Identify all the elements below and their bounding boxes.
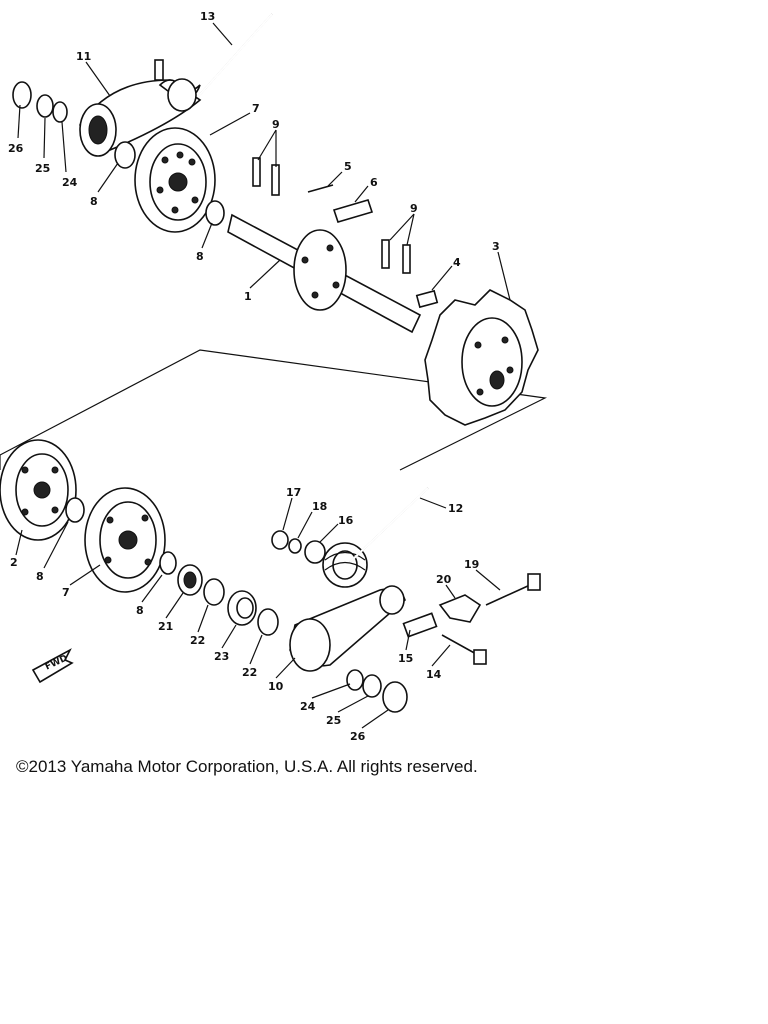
part-20-plate — [438, 594, 482, 623]
callout-24: 24 — [300, 700, 316, 713]
group-outline — [0, 349, 548, 471]
part-8-washer-a — [114, 141, 136, 169]
callout-13: 13 — [200, 10, 215, 23]
callout-22: 22 — [242, 666, 257, 679]
callout-labels: 13 11 26 25 24 8 7 9 8 5 6 9 4 3 1 17 18… — [8, 10, 500, 743]
part-15-collar — [402, 612, 438, 638]
part-13-rod — [194, 13, 273, 101]
part-18-washer-b — [304, 540, 326, 564]
callout-12: 12 — [448, 502, 463, 515]
callout-21: 21 — [158, 620, 173, 633]
part-4-collar — [415, 289, 439, 309]
callout-9: 9 — [410, 202, 418, 215]
part-5-bolt — [307, 184, 334, 193]
part-7-wheel-top — [134, 127, 216, 233]
callout-7: 7 — [62, 586, 70, 599]
callout-23: 23 — [214, 650, 229, 663]
callout-8: 8 — [136, 604, 144, 617]
callout-26: 26 — [8, 142, 24, 155]
forward-arrow-icon: FWD — [31, 648, 74, 684]
parts-diagram: FWD — [0, 10, 548, 743]
callout-18: 18 — [312, 500, 327, 513]
part-11-arm — [78, 59, 202, 157]
part-8-washer-d — [159, 551, 177, 575]
copyright-notice: ©2013 Yamaha Motor Corporation, U.S.A. A… — [16, 757, 478, 776]
callout-20: 20 — [436, 573, 452, 586]
callout-10: 10 — [268, 680, 284, 693]
callout-15: 15 — [398, 652, 413, 665]
part-23-bearing — [227, 590, 257, 626]
part-1-axle — [227, 213, 422, 334]
callout-25: 25 — [326, 714, 341, 727]
part-10-arm — [289, 585, 406, 672]
part-8-washer-b — [205, 200, 225, 226]
callout-3: 3 — [492, 240, 500, 253]
part-9-pins — [252, 157, 411, 274]
part-18-washer-a — [288, 538, 302, 554]
callout-5: 5 — [344, 160, 352, 173]
callout-2: 2 — [10, 556, 18, 569]
callout-26: 26 — [350, 730, 366, 743]
callout-8: 8 — [36, 570, 44, 583]
callout-14: 14 — [426, 668, 442, 681]
callout-24: 24 — [62, 176, 78, 189]
callout-8: 8 — [196, 250, 204, 263]
callout-16: 16 — [338, 514, 354, 527]
part-22-clip-a — [203, 578, 225, 606]
part-6-plate — [332, 199, 374, 223]
part-3-sprocket — [424, 289, 539, 426]
part-12-rod — [349, 487, 429, 563]
callout-25: 25 — [35, 162, 50, 175]
callout-6: 6 — [370, 176, 378, 189]
callout-4: 4 — [453, 256, 461, 269]
callout-22: 22 — [190, 634, 205, 647]
part-26-cap-b — [382, 681, 408, 713]
part-7-wheel-bottom — [84, 487, 166, 593]
leader-lines — [15, 22, 511, 729]
callout-8: 8 — [90, 195, 98, 208]
part-2-wheel — [0, 439, 77, 541]
part-19-bolt — [485, 573, 541, 606]
callout-1: 1 — [244, 290, 252, 303]
callout-17: 17 — [286, 486, 301, 499]
callout-7: 7 — [252, 102, 260, 115]
parts-26-25-24-top — [12, 81, 68, 123]
part-16-spring — [322, 542, 368, 588]
callout-9: 9 — [272, 118, 280, 131]
callout-11: 11 — [76, 50, 91, 63]
part-21-bearing — [177, 564, 203, 596]
part-25-washer-b — [362, 674, 382, 698]
part-8-washer-c — [65, 497, 85, 523]
callout-19: 19 — [464, 558, 479, 571]
part-22-clip-b — [257, 608, 279, 636]
part-24-washer-b — [346, 669, 364, 691]
part-14-bolt — [441, 634, 487, 665]
part-17-nut — [271, 530, 289, 550]
